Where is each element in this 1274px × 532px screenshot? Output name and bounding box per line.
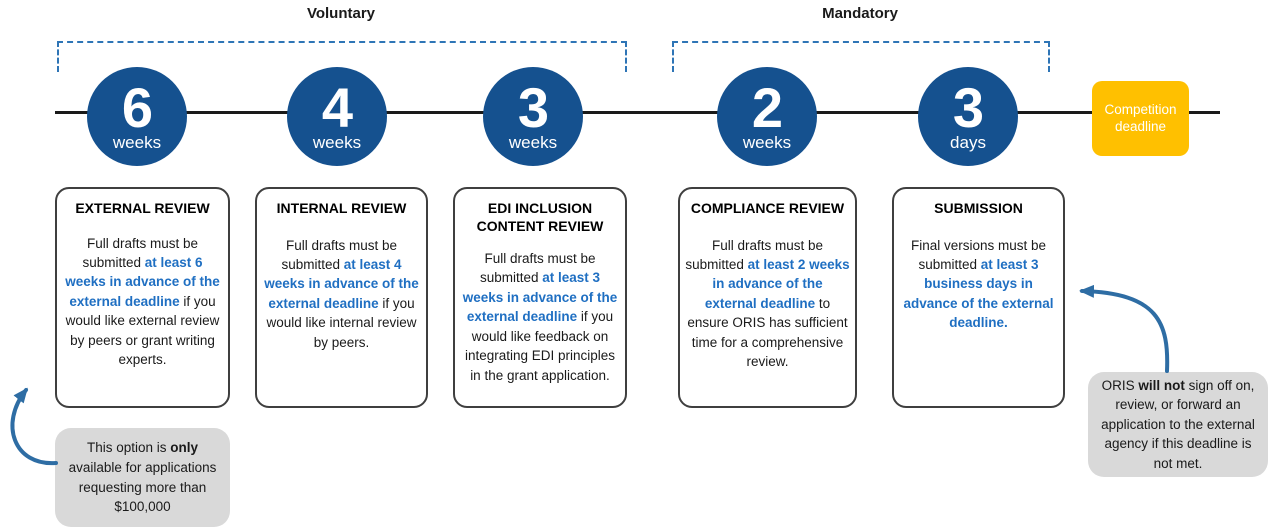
card-title: SUBMISSION	[934, 200, 1023, 216]
timeline-axis	[55, 111, 1220, 114]
card-title: COMPLIANCE REVIEW	[690, 200, 845, 216]
callout-text: ORIS will not sign off on, review, or fo…	[1101, 377, 1255, 471]
node-value: 2	[751, 75, 783, 139]
timeline-node-6-weeks: 6 weeks	[87, 67, 187, 166]
card-body: Full drafts must be submitted at least 4…	[264, 237, 419, 350]
node-value: 3	[952, 75, 984, 139]
card-body: Full drafts must be submitted at least 6…	[65, 235, 220, 368]
node-unit: weeks	[312, 133, 362, 153]
competition-deadline-label: Competition deadline	[1104, 101, 1177, 134]
curved-arrow-to-submission-icon	[1079, 284, 1170, 373]
card-external-review: EXTERNAL REVIEW Full drafts must be subm…	[55, 187, 230, 408]
card-body: Full drafts must be submitted at least 2…	[685, 237, 850, 370]
card-edi-inclusion-content-review: EDI INCLUSION CONTENT REVIEW Full drafts…	[453, 187, 627, 408]
curved-arrow-to-external-review-icon	[10, 387, 58, 466]
timeline-node-3-weeks: 3 weeks	[483, 67, 583, 166]
competition-deadline-box: Competition deadline	[1092, 81, 1189, 156]
phase-label-mandatory: Mandatory	[822, 5, 898, 22]
card-body: Full drafts must be submitted at least 3…	[462, 251, 618, 383]
timeline-node-4-weeks: 4 weeks	[287, 67, 387, 166]
node-unit: weeks	[508, 133, 558, 153]
card-title: INTERNAL REVIEW	[276, 200, 407, 216]
callout-external-review-condition: This option is only available for applic…	[55, 428, 230, 527]
callout-text: This option is only available for applic…	[68, 440, 217, 515]
mandatory-bracket	[672, 41, 1050, 72]
card-compliance-review: COMPLIANCE REVIEW Full drafts must be su…	[678, 187, 857, 408]
timeline-node-3-days: 3 days	[918, 67, 1018, 166]
node-value: 3	[517, 75, 549, 139]
timeline-node-2-weeks: 2 weeks	[717, 67, 817, 166]
node-unit: weeks	[742, 133, 792, 153]
node-unit: days	[950, 133, 986, 153]
callout-submission-warning: ORIS will not sign off on, review, or fo…	[1088, 372, 1268, 477]
card-body: Final versions must be submitted at leas…	[903, 237, 1054, 331]
node-value: 4	[321, 75, 353, 139]
voluntary-bracket	[57, 41, 627, 72]
card-title: EDI INCLUSION CONTENT REVIEW	[476, 200, 604, 234]
card-internal-review: INTERNAL REVIEW Full drafts must be subm…	[255, 187, 428, 408]
card-title: EXTERNAL REVIEW	[75, 200, 210, 216]
card-submission: SUBMISSION Final versions must be submit…	[892, 187, 1065, 408]
phase-label-voluntary: Voluntary	[306, 5, 376, 22]
node-value: 6	[121, 75, 153, 139]
node-unit: weeks	[112, 133, 162, 153]
